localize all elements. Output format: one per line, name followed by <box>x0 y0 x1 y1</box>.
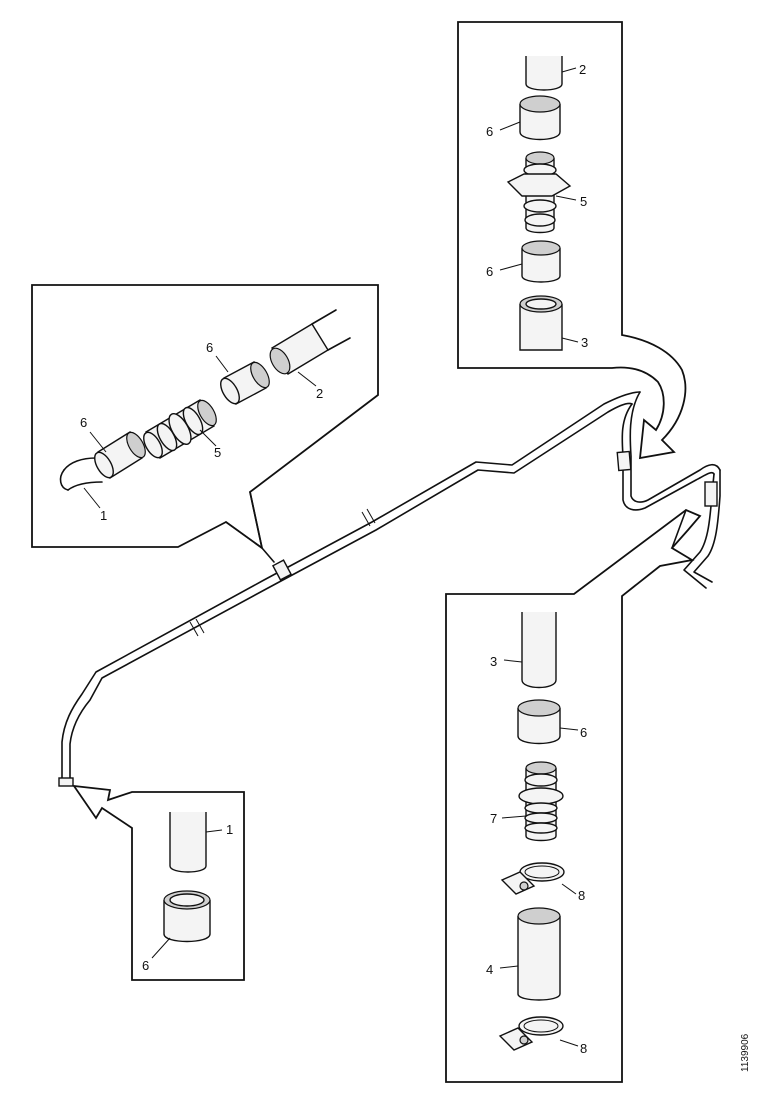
callout-6-bottom: 6 <box>142 958 149 973</box>
callout-7: 7 <box>490 811 497 826</box>
callout-2-top: 2 <box>579 62 586 77</box>
hose-2-right <box>269 309 351 375</box>
sleeve-6-left <box>94 430 146 480</box>
hose-1-bottom <box>169 812 207 873</box>
hose-2-top <box>525 56 563 91</box>
callout-6-left: 6 <box>80 415 87 430</box>
hose-4 <box>517 907 561 1001</box>
callout-5-top: 5 <box>580 194 587 209</box>
callout-6-lower: 6 <box>486 264 493 279</box>
hose-3-lower <box>521 612 557 689</box>
connector-5-top <box>506 151 572 234</box>
hose-clamp-8-bottom <box>498 1016 564 1051</box>
callout-2: 2 <box>316 386 323 401</box>
callout-8-bottom: 8 <box>580 1041 587 1056</box>
detail-box-top-right: 2 6 5 6 3 <box>457 21 687 460</box>
detail-box-middle-left: 6 6 5 2 1 <box>31 284 379 563</box>
sleeve-6-lower-box <box>517 699 561 745</box>
callout-6-top: 6 <box>486 124 493 139</box>
detail-box-lower-right: 3 6 7 8 4 8 <box>445 508 702 1083</box>
callout-3-top: 3 <box>581 335 588 350</box>
main-pipe <box>58 391 721 787</box>
callout-1: 1 <box>100 508 107 523</box>
callout-8-top: 8 <box>578 888 585 903</box>
callout-5: 5 <box>214 445 221 460</box>
callout-6-right: 6 <box>206 340 213 355</box>
callout-4: 4 <box>486 962 493 977</box>
connector-7 <box>518 761 564 842</box>
sleeve-6-right <box>220 361 270 405</box>
connector-5 <box>143 399 217 459</box>
sleeve-6-top <box>519 95 561 141</box>
detail-box-bottom-left: 1 6 <box>72 784 245 981</box>
sleeve-6-bottom <box>163 890 211 943</box>
sleeve-6-lower <box>521 240 561 283</box>
callout-1-bottom: 1 <box>226 822 233 837</box>
callout-3-lower: 3 <box>490 654 497 669</box>
drawing-number: 1139906 <box>740 1033 751 1072</box>
hose-clamp-8-top <box>500 862 565 895</box>
callout-6-lower-box: 6 <box>580 725 587 740</box>
hose-1-left <box>59 457 103 491</box>
hose-3-top <box>519 295 563 351</box>
